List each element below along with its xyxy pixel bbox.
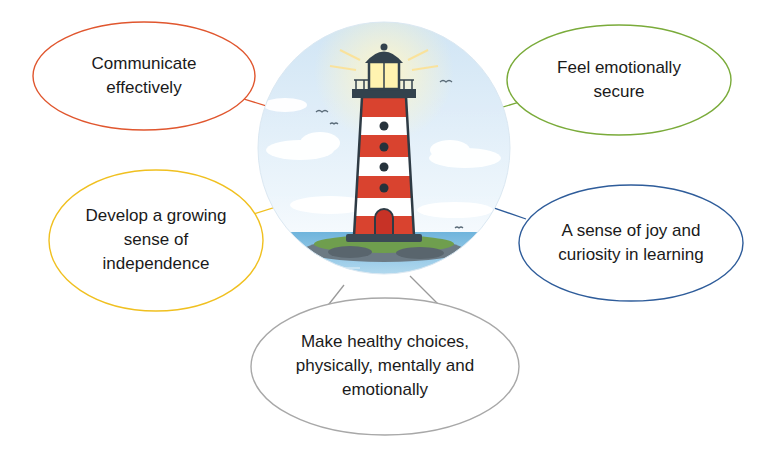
goal-text: Feel emotionally secure: [536, 56, 703, 104]
goal-text: Communicate effectively: [61, 52, 227, 100]
goal-ellipse: Develop a growing sense of independence: [48, 169, 264, 312]
goal-ellipse: Feel emotionally secure: [506, 24, 732, 136]
goal-ellipse: A sense of joy and curiosity in learning: [518, 184, 744, 302]
lighthouse-scene: [250, 2, 520, 282]
ellipse-outline: [518, 184, 744, 302]
goal-text: A sense of joy and curiosity in learning: [548, 219, 715, 267]
goal-text: Develop a growing sense of independence: [76, 204, 236, 275]
goal-ellipse: Communicate effectively: [32, 21, 256, 131]
ellipse-outline: [32, 21, 256, 131]
goal-text: Make healthy choices, physically, mental…: [285, 330, 485, 401]
ellipse-outline: [506, 24, 732, 136]
goal-ellipse: Make healthy choices, physically, mental…: [250, 297, 520, 436]
lighthouse-tower: [340, 44, 430, 243]
